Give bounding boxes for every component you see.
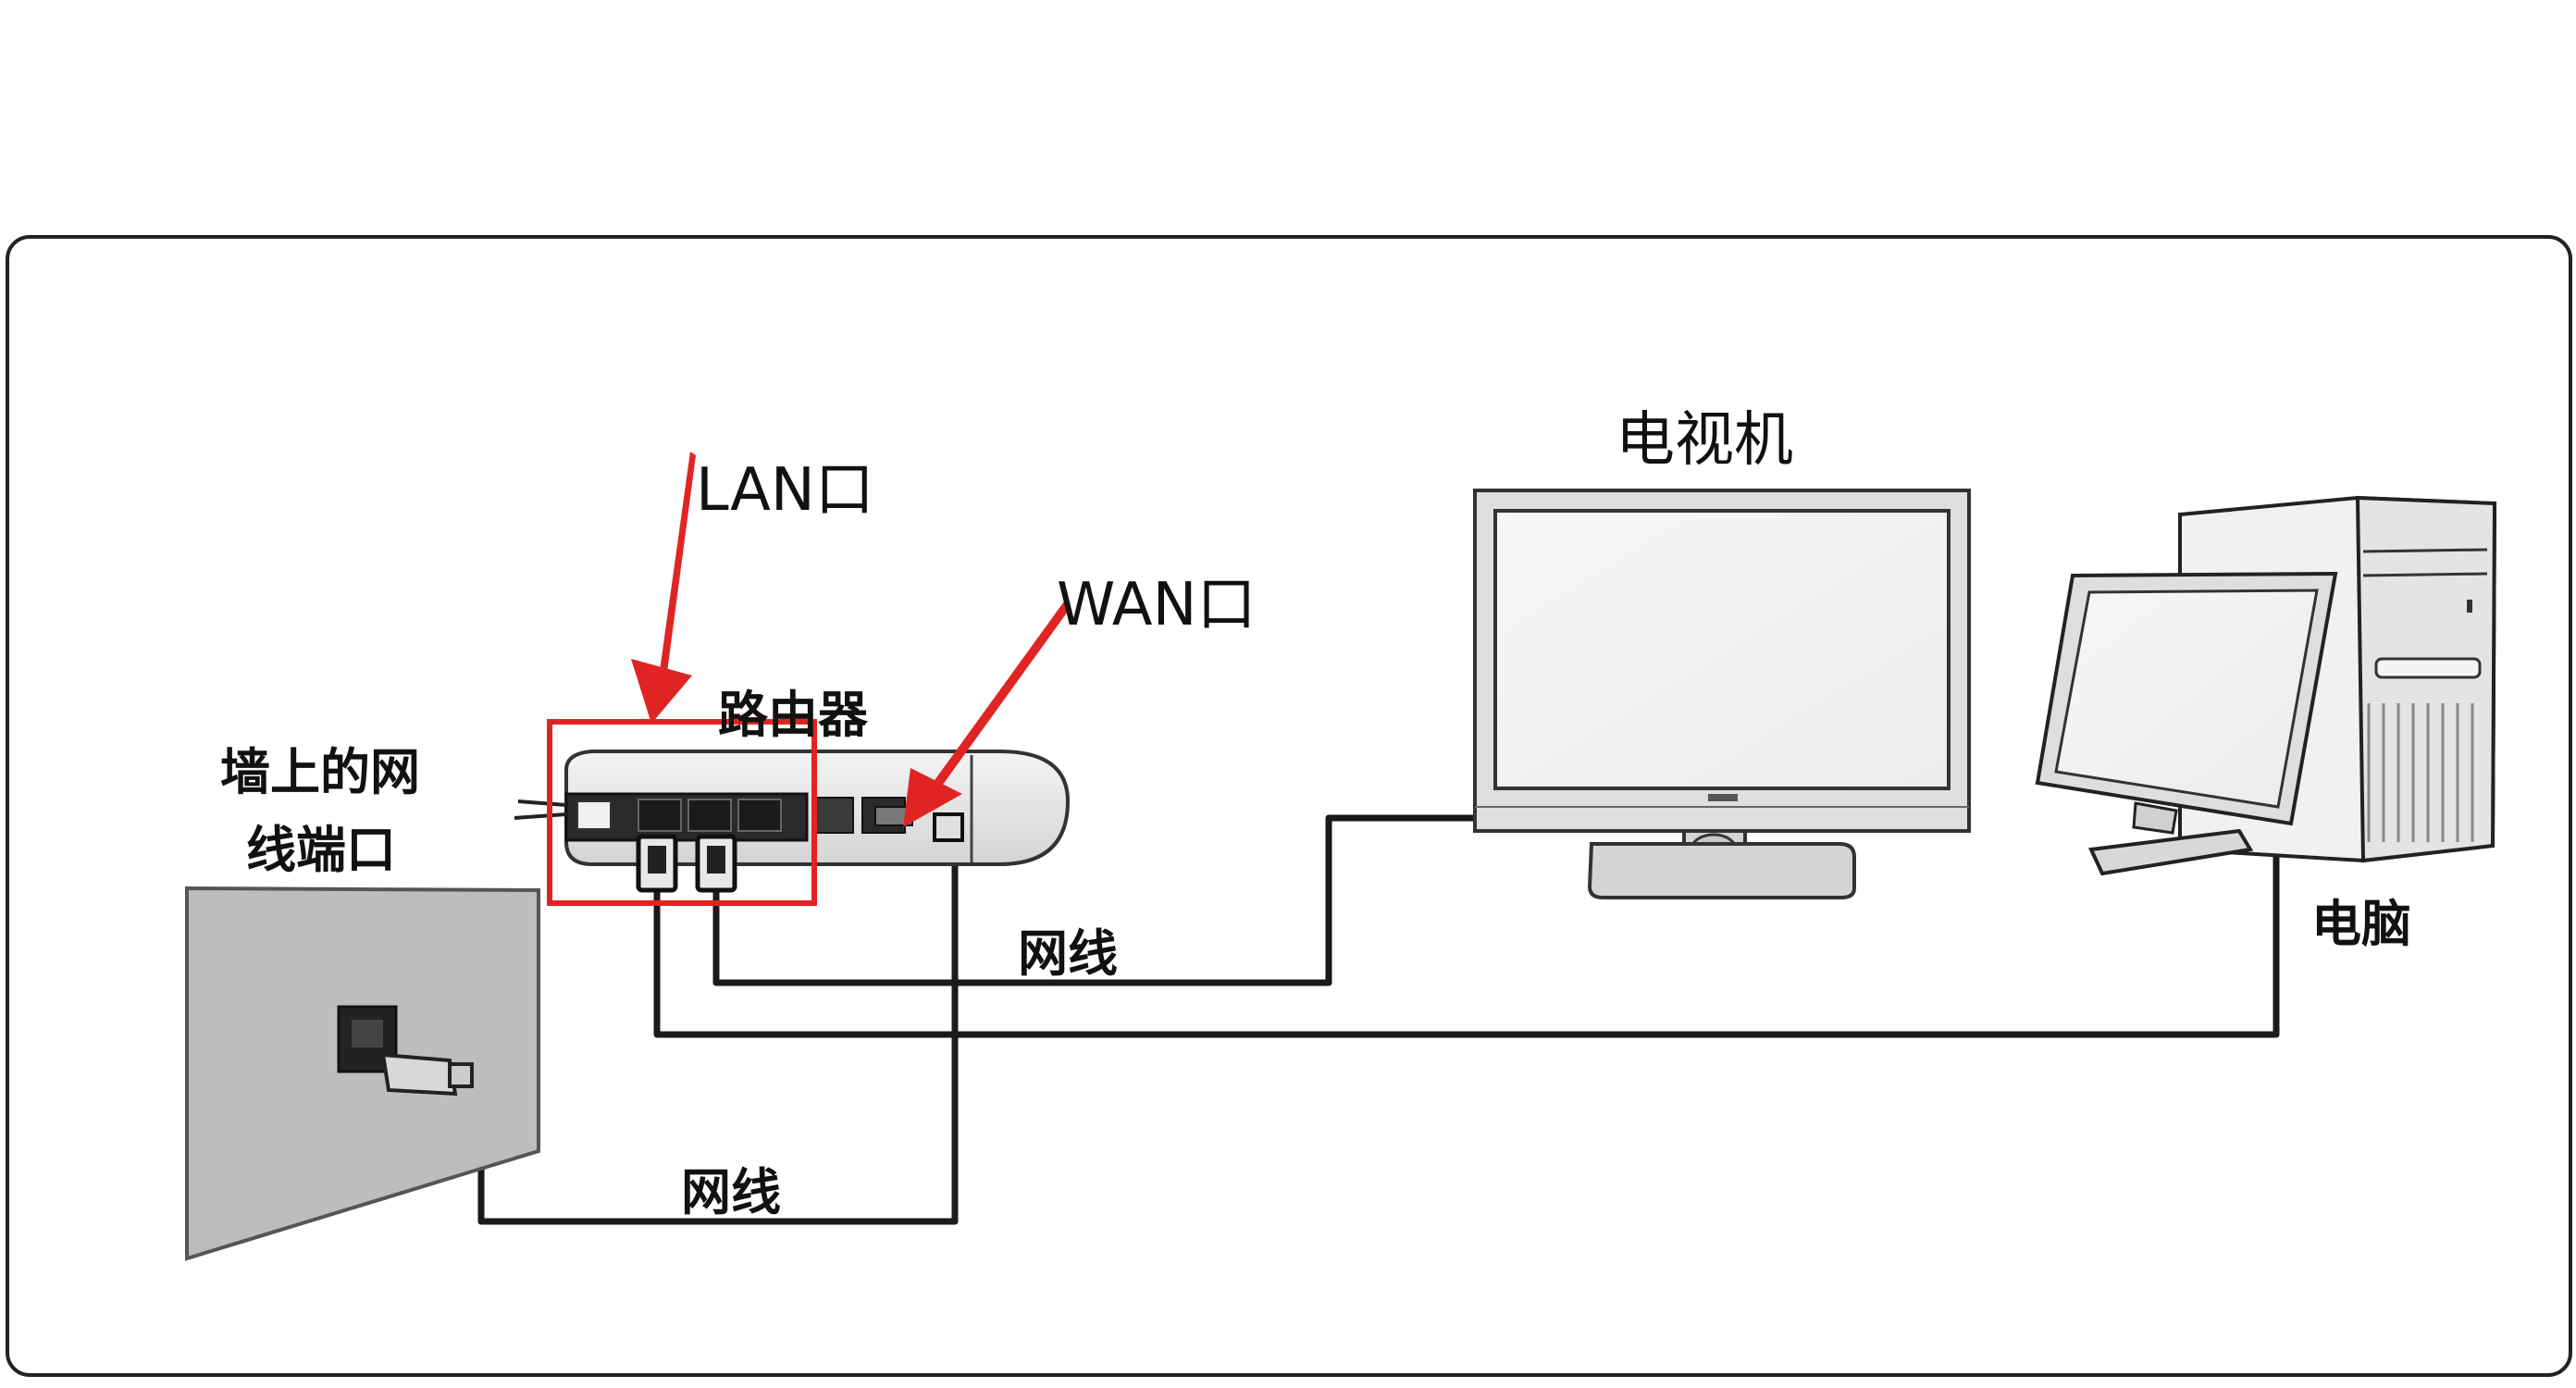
router-device [514, 750, 1071, 893]
cable-lan-to-computer [653, 838, 2280, 1038]
computer-label: 电脑 [2311, 895, 2411, 953]
cable-label-lower: 网线 [681, 1163, 781, 1221]
arrow-lan [631, 452, 696, 724]
cable-label-upper: 网线 [1018, 924, 1118, 983]
wall-plug [380, 1052, 474, 1097]
wall-port-label-line1: 墙上的网 [220, 743, 420, 801]
computer-device [2035, 495, 2497, 876]
tv-device [1473, 489, 1971, 899]
router-label: 路由器 [718, 686, 868, 744]
wall-plate [185, 886, 540, 1261]
arrow-wan [903, 601, 1070, 827]
cable-lan-to-tv [712, 814, 1497, 986]
wan-plug [933, 812, 964, 842]
wan-port-label: WAN口 [1057, 571, 1257, 639]
lan-port-label: LAN口 [696, 456, 874, 525]
diagram-frame [6, 235, 2572, 1377]
tv-label: 电视机 [1616, 406, 1793, 475]
lan-highlight-box [547, 719, 817, 906]
wall-port-label-line2: 线端口 [246, 821, 396, 879]
